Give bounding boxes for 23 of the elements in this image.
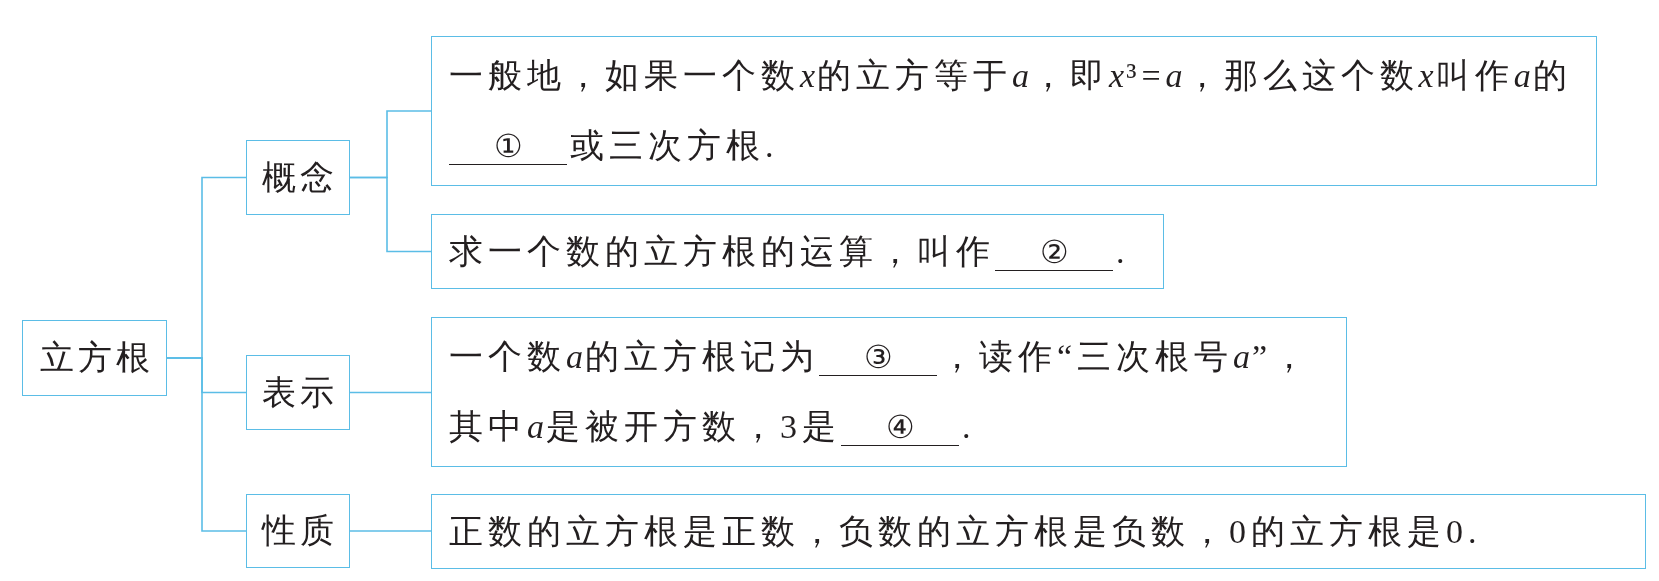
topic-box (246, 355, 350, 430)
connector-line (166, 357, 247, 532)
fill-in-line: ④ (841, 409, 959, 446)
topic-label: 立方根 (38, 339, 154, 377)
connector-line (349, 391, 432, 394)
topic-label: 概念 (261, 158, 338, 197)
fill-in-line: ③ (819, 339, 937, 376)
fill-in-line: ① (449, 128, 567, 165)
statement-box (431, 494, 1646, 569)
topic-label: 性质 (260, 512, 338, 550)
statement-text: 求一个数的立方根的运算，叫作 ② . (449, 231, 1130, 273)
statement-text: 正数的立方根是正数，负数的立方根是负数，0的立方根是0. (449, 511, 1482, 552)
fill-in-line: ② (995, 233, 1113, 271)
connector-line (349, 530, 432, 532)
statement-box (431, 36, 1597, 186)
statement-box (431, 317, 1347, 467)
topic-box (246, 140, 350, 215)
topic-label: 表示 (261, 373, 338, 412)
connector-line (349, 176, 432, 253)
topic-box (246, 494, 350, 568)
statement-text: 一般地，如果一个数x的立方等于a，即x³=a，那么这个数x叫作a的 ① 或三次方根. (449, 56, 1573, 167)
statement-box (431, 214, 1164, 289)
root-topic-box (22, 320, 167, 396)
